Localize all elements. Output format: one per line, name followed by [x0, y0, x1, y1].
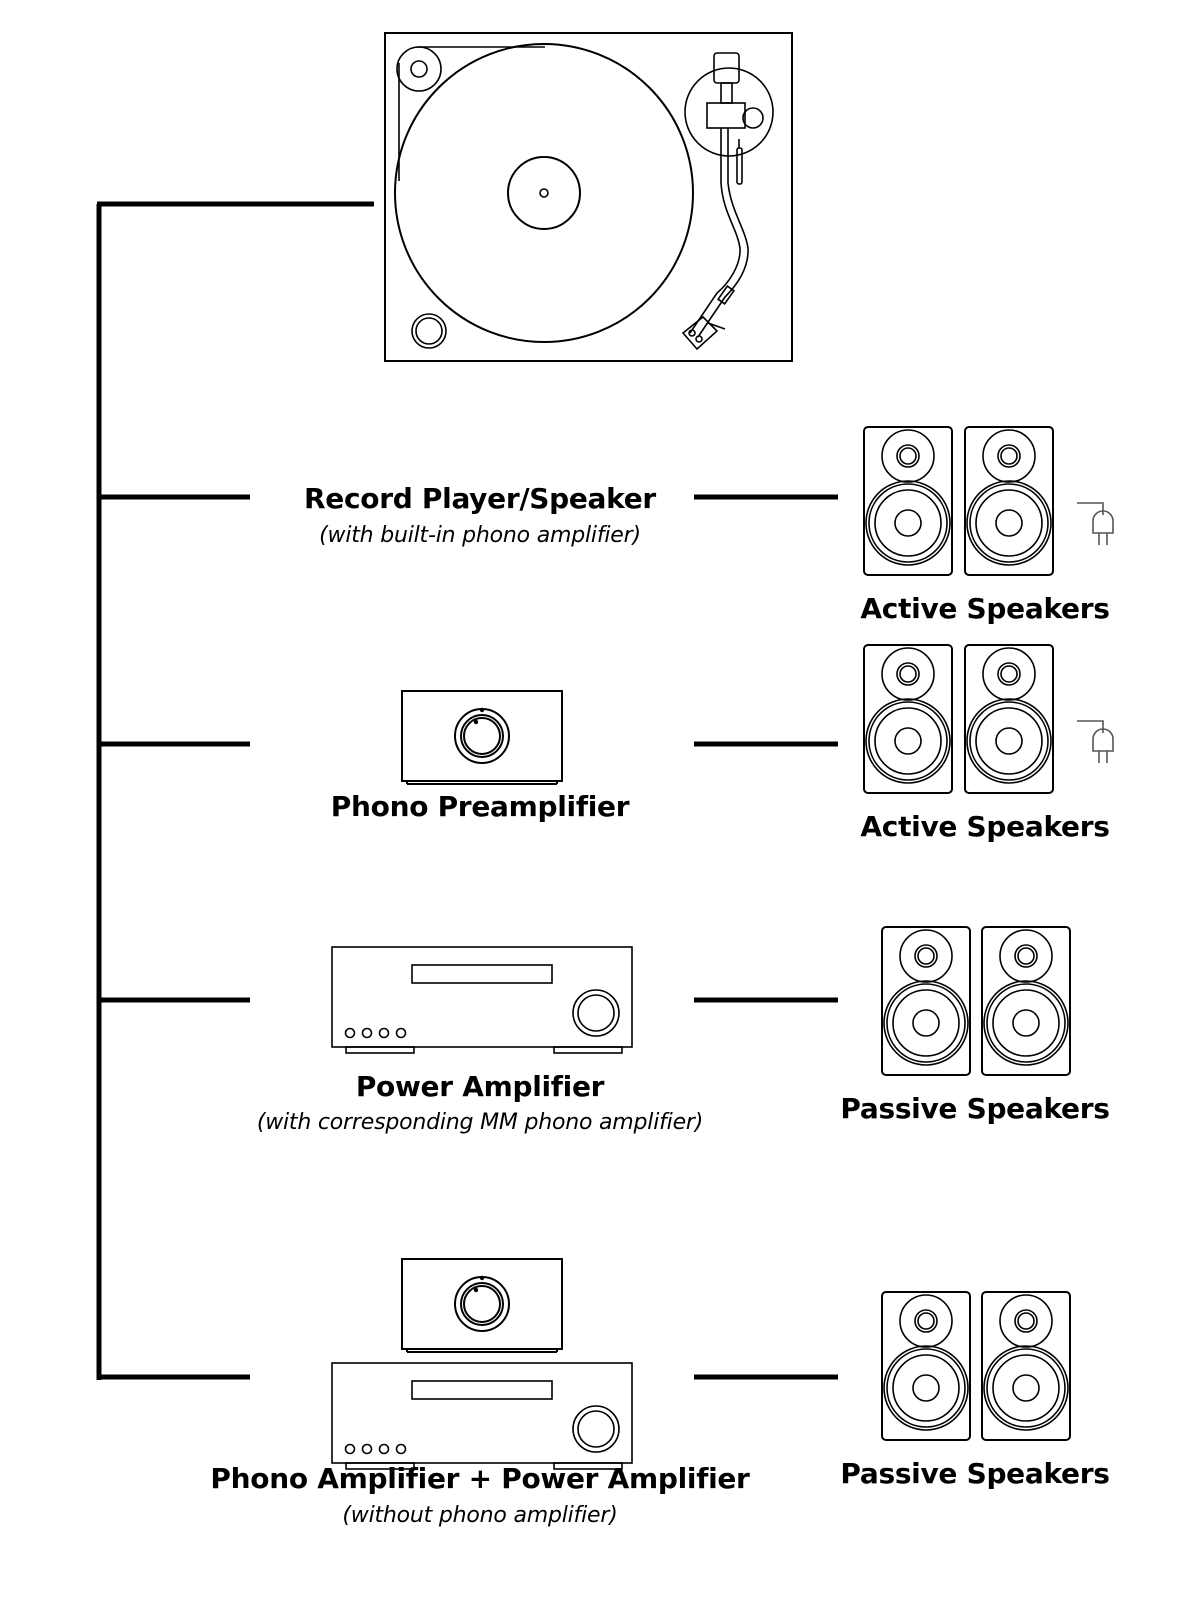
speaker-pair-icon — [881, 926, 1071, 1076]
speaker-label: Passive Speakers — [840, 1092, 1110, 1125]
speaker-label: Active Speakers — [860, 592, 1110, 625]
speaker-label: Passive Speakers — [840, 1457, 1110, 1490]
speaker-label: Active Speakers — [860, 810, 1110, 843]
speaker-pair-icon — [881, 1291, 1071, 1441]
speaker-pair-icon — [863, 426, 1054, 576]
option-subtitle: (without phono amplifier) — [342, 1503, 618, 1528]
option-title: Power Amplifier — [355, 1070, 605, 1103]
option-title: Record Player/Speaker — [304, 482, 656, 515]
option-subtitle: (with corresponding MM phono amplifier) — [256, 1110, 704, 1135]
power-plug-icon — [1076, 502, 1114, 546]
phono-preamp-and-power-amplifier-icon — [331, 1258, 633, 1470]
turntable-icon — [384, 32, 793, 362]
phono-preamp-icon — [401, 690, 563, 785]
power-plug-icon — [1076, 720, 1114, 764]
power-amplifier-icon — [331, 946, 633, 1054]
option-subtitle: (with built-in phono amplifier) — [319, 523, 641, 548]
option-title: Phono Preamplifier — [330, 790, 630, 823]
option-title: Phono Amplifier + Power Amplifier — [210, 1462, 750, 1495]
speaker-pair-icon — [863, 644, 1054, 794]
connection-lines — [96, 201, 838, 1380]
